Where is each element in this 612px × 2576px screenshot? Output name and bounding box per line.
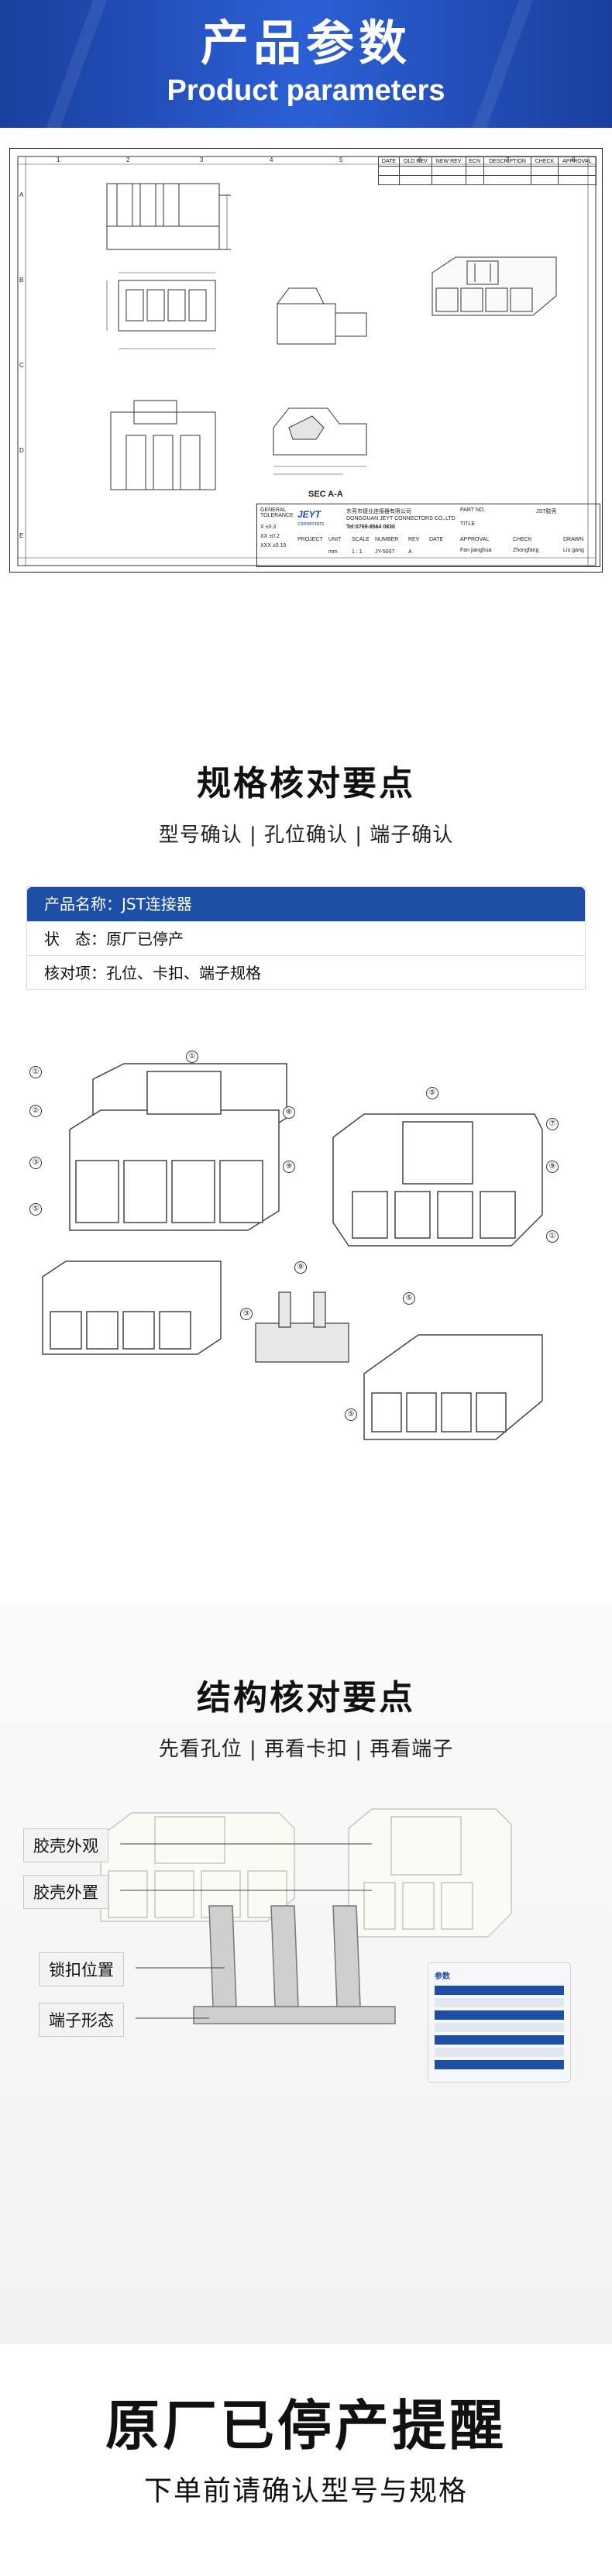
drawn-name: Liu gang <box>563 548 584 553</box>
technical-drawing: 1 2 3 4 5 6 7 8 A B C D E DATE OLD REV N… <box>9 148 603 573</box>
spec-row-product-name: 产品名称：JST连接器 <box>27 887 585 921</box>
callout-9: ⑨ <box>294 1261 307 1274</box>
title-label: TITLE <box>460 521 476 527</box>
mini-card-bar <box>435 2060 564 2069</box>
callout-5: ⑤ <box>29 1203 42 1216</box>
tag-housing-outer: 胶壳外置 <box>23 1875 108 1909</box>
revision-table: DATE OLD REV NEW REV ECN DESCRIPTION CHE… <box>378 156 597 185</box>
callout-5: ⑤ <box>345 1408 357 1421</box>
rev-header: ECN <box>465 156 484 167</box>
approval-label: APPROVAL <box>460 537 490 542</box>
spec-section-title: 规格核对要点 <box>197 764 415 803</box>
structure-section: 结构核对要点 先看孔位 | 再看卡扣 | 再看端子 <box>0 1604 612 2344</box>
tolerance-value: XXX ±0.15 <box>260 543 287 549</box>
section-label: SEC A-A <box>308 490 343 499</box>
structure-photos <box>100 1808 512 2024</box>
connector-drawings <box>42 1063 543 1440</box>
spec-table: 产品名称：JST连接器 状 态：原厂已停产 核对项：孔位、卡扣、端子规格 <box>26 886 586 990</box>
callout-1: ① <box>29 1066 42 1078</box>
meta-label: PROJECT <box>297 537 323 542</box>
meta-label: SCALE <box>352 537 370 542</box>
company-logo-sub: connectors <box>297 521 325 527</box>
footer-title: 原厂已停产提醒 <box>105 2394 507 2457</box>
meta-value: JY-5007 <box>375 549 395 555</box>
col-number: 1 <box>57 156 60 163</box>
meta-value: 1 : 1 <box>352 549 363 555</box>
tag-terminal-shape: 端子形态 <box>39 2003 124 2037</box>
connector-illustrations: ① ② ③ ⑤ ① ⑧ ⑨ ⑤ ⑦ ⑨ ① ⑨ ③ ⑤ ⑤ <box>0 1044 612 1540</box>
structure-section-title: 结构核对要点 <box>197 1678 415 1718</box>
callout-9: ⑨ <box>546 1161 559 1173</box>
spec-section-subtitle: 型号确认 | 孔位确认 | 端子确认 <box>158 824 454 847</box>
company-logo: JEYT <box>297 509 321 520</box>
callout-2: ② <box>29 1105 42 1117</box>
col-number: 3 <box>200 156 204 163</box>
meta-label: REV <box>408 537 420 542</box>
meta-label: UNIT <box>328 537 342 542</box>
row-letter: B <box>19 277 24 284</box>
part-no-label: PART NO. <box>460 507 486 513</box>
tolerance-value: X ±0.3 <box>260 524 277 530</box>
rev-header: DESCRIPTION <box>483 156 532 167</box>
company-tel: Tel:0769-8564 0830 <box>346 524 395 530</box>
callout-5: ⑤ <box>403 1292 415 1305</box>
mini-card-bar <box>435 1986 564 1995</box>
callout-1: ① <box>186 1051 198 1063</box>
footer-reminder: 原厂已停产提醒 下单前请确认型号与规格 <box>0 2344 612 2576</box>
spec-row-status: 状 态：原厂已停产 <box>27 921 585 955</box>
header-banner: 产品参数 Product parameters <box>0 0 612 128</box>
col-number: 4 <box>270 156 273 163</box>
mini-card-bar <box>435 2010 564 2020</box>
row-letter: D <box>19 447 24 454</box>
mini-card-bar <box>435 2048 564 2057</box>
spec-section-heading: 规格核对要点 型号确认 | 孔位确认 | 端子确认 <box>0 593 612 848</box>
meta-label: NUMBER <box>375 537 399 542</box>
spec-row-check-items: 核对项：孔位、卡扣、端子规格 <box>27 955 585 989</box>
tag-lock-position: 锁扣位置 <box>39 1952 124 1986</box>
row-letter: C <box>19 362 24 369</box>
technical-drawing-section: 1 2 3 4 5 6 7 8 A B C D E DATE OLD REV N… <box>0 128 612 593</box>
callout-5: ⑤ <box>426 1087 438 1099</box>
mini-spec-card: 参数 <box>428 1962 571 2082</box>
callout-8: ⑧ <box>283 1106 295 1119</box>
callout-7: ⑦ <box>546 1118 559 1130</box>
part-no-value: JST胶壳 <box>536 509 557 514</box>
tolerance-label: GENERAL TOLERANCE <box>260 507 294 518</box>
check-name: Zhongfang <box>513 548 539 553</box>
row-letter: A <box>19 191 24 198</box>
callout-1: ① <box>546 1230 559 1243</box>
col-number: 5 <box>339 156 343 163</box>
mini-card-bar <box>435 1998 564 2007</box>
rev-header: NEW REV <box>431 156 466 167</box>
title-block: GENERAL TOLERANCE X ±0.3 XX ±0.2 XXX ±0.… <box>256 504 600 567</box>
rev-header: DATE <box>378 156 400 167</box>
mini-card-bar <box>435 2023 564 2032</box>
footer-subtitle: 下单前请确认型号与规格 <box>143 2475 468 2507</box>
approval-name: Fan jianghua <box>460 548 492 553</box>
structure-section-heading: 结构核对要点 先看孔位 | 再看卡扣 | 再看端子 <box>0 1604 612 1762</box>
mini-card-title: 参数 <box>435 1972 450 1981</box>
structure-section-subtitle: 先看孔位 | 再看卡扣 | 再看端子 <box>158 1738 454 1761</box>
callout-3: ③ <box>29 1157 42 1169</box>
company-name-cn: 东莞市捷业连接器有限公司 <box>346 509 411 514</box>
company-name-en: DONGGUAN JEYT CONNECTORS CO.,LTD <box>346 516 456 521</box>
header-title-cn: 产品参数 <box>200 15 411 71</box>
meta-label: DATE <box>429 537 444 542</box>
tag-housing-appearance: 胶壳外观 <box>23 1828 108 1862</box>
tolerance-value: XX ±0.2 <box>260 534 280 539</box>
check-label: CHECK <box>513 537 532 542</box>
meta-value: A <box>408 549 412 555</box>
row-letter: E <box>19 532 24 539</box>
callout-9: ⑨ <box>283 1161 295 1173</box>
callout-3: ③ <box>240 1308 253 1320</box>
col-number: 2 <box>126 156 130 163</box>
drawing-lines <box>17 156 597 566</box>
rev-header: OLD REV <box>399 156 432 167</box>
meta-value: mm <box>328 549 338 555</box>
header-title-en: Product parameters <box>167 74 445 107</box>
rev-header: APPROVAL <box>557 156 597 167</box>
drawn-label: DRAWN <box>563 537 584 542</box>
rev-header: CHECK <box>531 156 559 167</box>
mini-card-bar <box>435 2035 564 2045</box>
